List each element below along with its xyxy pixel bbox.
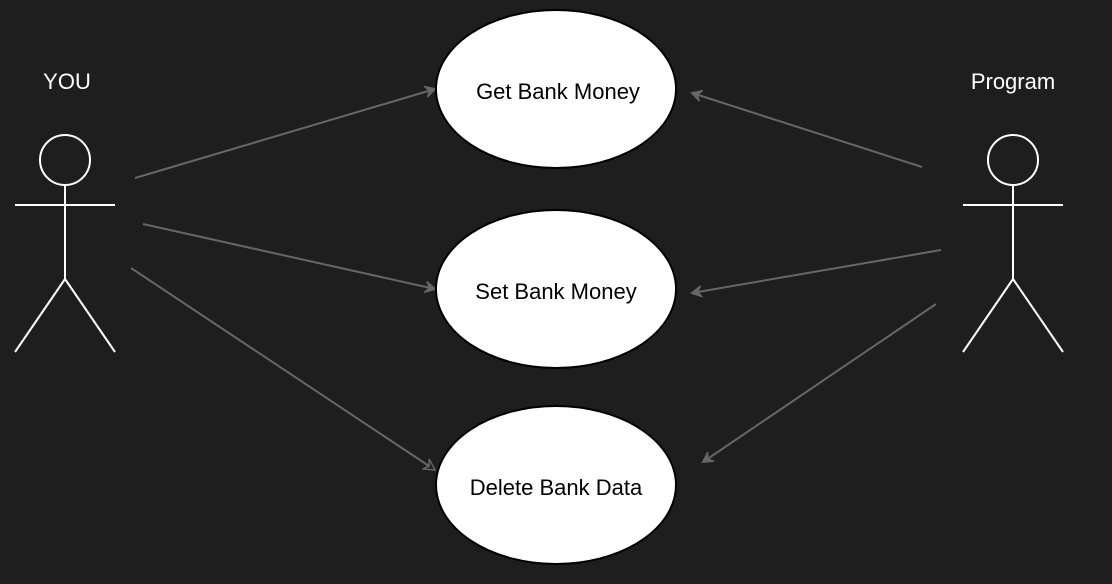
connector-program-delete <box>703 303 937 462</box>
usecase-delete-bank-data[interactable]: Delete Bank Data <box>435 405 677 565</box>
usecase-set-bank-money-label: Set Bank Money <box>475 279 636 304</box>
connector-you-delete <box>130 267 437 471</box>
usecase-get-bank-money[interactable]: Get Bank Money <box>435 9 677 169</box>
usecase-delete-bank-data-label: Delete Bank Data <box>470 475 643 500</box>
actor-program[interactable]: Program <box>962 69 1064 353</box>
connector-you-get <box>134 89 435 179</box>
usecase-set-bank-money[interactable]: Set Bank Money <box>435 209 677 369</box>
connector-you-set <box>142 223 435 289</box>
connector-program-get <box>692 93 923 168</box>
actor-you[interactable]: YOU <box>14 69 116 353</box>
connector-program-set <box>692 249 942 293</box>
stick-figure-you-icon <box>14 134 116 353</box>
actor-you-label: YOU <box>43 69 91 94</box>
usecase-get-bank-money-label: Get Bank Money <box>476 79 640 104</box>
stick-figure-program-icon <box>962 134 1064 353</box>
actor-program-label: Program <box>971 69 1055 94</box>
